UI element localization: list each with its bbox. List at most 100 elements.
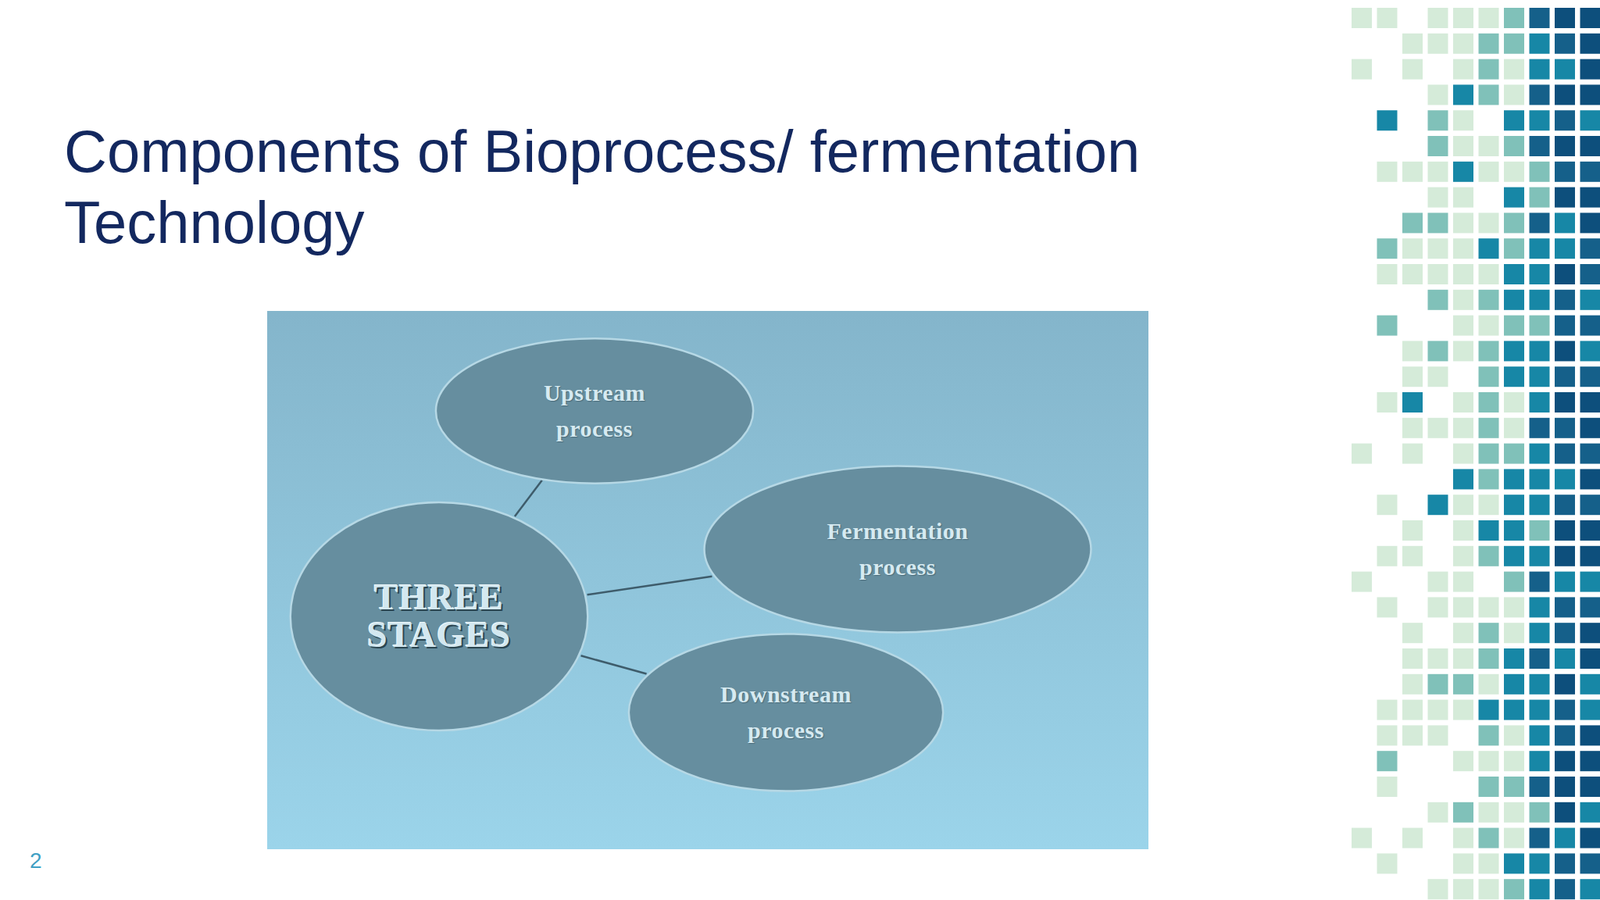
pattern-square — [1402, 264, 1423, 285]
pattern-square — [1478, 84, 1500, 105]
pattern-square — [1554, 7, 1575, 29]
pattern-square — [1580, 648, 1600, 669]
pattern-square — [1529, 596, 1550, 618]
pattern-square — [1478, 546, 1500, 567]
pattern-square — [1428, 725, 1449, 746]
pattern-square — [1377, 853, 1398, 874]
pattern-square — [1529, 700, 1550, 721]
pattern-square — [1529, 494, 1550, 515]
ellipse-outline — [433, 337, 756, 485]
pattern-square — [1580, 802, 1600, 823]
panel-background — [267, 310, 1149, 850]
pattern-square — [1478, 802, 1500, 823]
pattern-square — [1428, 187, 1449, 208]
pattern-square — [1428, 238, 1449, 259]
ellipse-shape — [435, 338, 754, 483]
pattern-square — [1428, 494, 1449, 515]
pattern-square — [1554, 700, 1575, 721]
pattern-square — [1554, 443, 1575, 465]
pattern-square — [1453, 700, 1474, 721]
pattern-square — [1428, 110, 1449, 131]
pattern-square — [1453, 340, 1474, 361]
pattern-square — [1478, 315, 1500, 336]
pattern-square — [1554, 596, 1575, 618]
pattern-square — [1554, 853, 1575, 874]
pattern-square — [1503, 494, 1525, 515]
pattern-square — [1478, 443, 1500, 465]
pattern-square — [1478, 135, 1500, 157]
pattern-square — [1554, 802, 1575, 823]
pattern-square — [1377, 238, 1398, 259]
pattern-square — [1453, 494, 1474, 515]
pattern-square — [1529, 187, 1550, 208]
pattern-square — [1529, 135, 1550, 157]
pattern-square — [1554, 289, 1575, 311]
pattern-square — [1554, 878, 1575, 900]
pattern-square — [1402, 59, 1423, 80]
pattern-square — [1377, 494, 1398, 515]
pattern-square — [1402, 340, 1423, 361]
pattern-square — [1503, 315, 1525, 336]
pattern-square — [1529, 315, 1550, 336]
pattern-square — [1503, 366, 1525, 387]
pattern-square — [1402, 674, 1423, 695]
pattern-square — [1428, 212, 1449, 233]
pattern-square — [1453, 468, 1474, 490]
stage-label: Downstream process — [720, 676, 852, 750]
pattern-square — [1478, 392, 1500, 413]
pattern-square — [1478, 750, 1500, 772]
pattern-square — [1453, 59, 1474, 80]
pattern-square — [1453, 648, 1474, 669]
pattern-square — [1580, 596, 1600, 618]
pattern-square — [1478, 596, 1500, 618]
ellipse-outline — [701, 464, 1094, 634]
pattern-square — [1478, 289, 1500, 311]
pattern-square — [1503, 135, 1525, 157]
pattern-square — [1580, 315, 1600, 336]
pattern-square — [1478, 648, 1500, 669]
pattern-square — [1529, 648, 1550, 669]
pattern-square — [1428, 340, 1449, 361]
pattern-square — [1529, 238, 1550, 259]
pattern-square — [1580, 161, 1600, 183]
pattern-square — [1453, 622, 1474, 643]
pattern-square — [1529, 674, 1550, 695]
pattern-square — [1529, 853, 1550, 874]
pattern-square — [1554, 571, 1575, 593]
pattern-square — [1503, 776, 1525, 797]
pattern-square — [1453, 828, 1474, 849]
pattern-square — [1453, 264, 1474, 285]
pattern-square — [1402, 366, 1423, 387]
pattern-square — [1478, 59, 1500, 80]
pattern-square — [1453, 878, 1474, 900]
pattern-square — [1554, 110, 1575, 131]
pattern-square — [1580, 110, 1600, 131]
pattern-square — [1503, 212, 1525, 233]
pattern-square — [1453, 392, 1474, 413]
pattern-square — [1580, 33, 1600, 54]
pattern-square — [1428, 33, 1449, 54]
pattern-square — [1580, 571, 1600, 593]
pattern-square — [1529, 340, 1550, 361]
pattern-square — [1428, 674, 1449, 695]
pattern-square — [1529, 7, 1550, 29]
pattern-square — [1402, 546, 1423, 567]
pattern-square — [1554, 648, 1575, 669]
pattern-square — [1503, 264, 1525, 285]
pattern-square — [1554, 315, 1575, 336]
pattern-square — [1580, 289, 1600, 311]
pattern-square — [1503, 161, 1525, 183]
pattern-square — [1453, 161, 1474, 183]
pattern-square — [1478, 674, 1500, 695]
pattern-square — [1580, 135, 1600, 157]
pattern-square — [1453, 110, 1474, 131]
pattern-square — [1503, 725, 1525, 746]
pattern-square — [1580, 84, 1600, 105]
pattern-square — [1478, 33, 1500, 54]
pattern-square — [1503, 187, 1525, 208]
stage-ellipse: Upstream process — [433, 337, 756, 485]
pattern-square — [1428, 878, 1449, 900]
pattern-square — [1351, 443, 1372, 465]
pattern-square — [1503, 84, 1525, 105]
pattern-square — [1428, 571, 1449, 593]
